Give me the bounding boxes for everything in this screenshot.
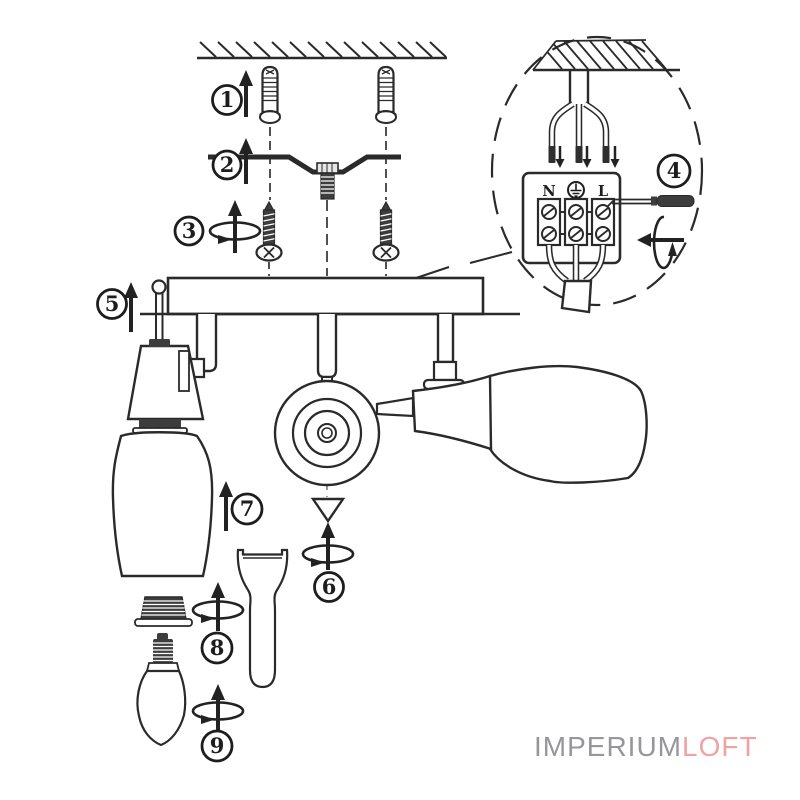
step-1-number: 1 [220,87,235,112]
step-7-number: 7 [240,496,255,521]
detail-leader-lines [406,251,513,282]
ceiling-hatch [197,41,447,60]
terminal-l-label: L [598,183,608,200]
cone-finial [310,497,346,524]
wire-insert-arrows [555,146,620,168]
step-3-number: 3 [182,218,197,243]
ceiling-plate [140,276,520,316]
right-arm [375,396,415,418]
step-8-rotation-icon [191,582,245,631]
watermark-primary-text: IMPERIUM [534,731,682,762]
step-8-badge: 8 [200,631,234,665]
step-7-badge: 7 [230,492,264,526]
right-spotlight [375,364,648,484]
fixture-cable [560,279,593,314]
step-2-badge: 2 [211,149,243,181]
lamp-stems [195,314,466,391]
step-9-number: 9 [210,733,225,758]
step-2-arrow-icon [239,138,253,184]
step-4-number: 4 [667,158,682,183]
screwdriver [607,195,695,207]
right-holder-cone [411,374,493,451]
step-2-number: 2 [220,152,235,177]
step-8-number: 8 [210,635,225,660]
glass-shade-left [111,431,214,578]
step-9-rotation-icon [191,684,245,731]
supply-cable [568,70,590,104]
step-5-arrow-icon [124,282,138,332]
step-5-number: 5 [105,291,120,316]
step-1-arrow-icon [239,70,253,117]
step-4-badge: 4 [656,153,692,189]
right-shade [486,364,648,484]
watermark: IMPERIUMLOFT [534,731,758,763]
step-6-badge: 6 [313,571,345,603]
wall-plug-left [258,65,282,125]
terminal-n-label: N [542,183,555,200]
center-hub [273,379,381,487]
wiring-detail: N L [490,35,704,314]
terminal-block: N L [521,171,622,265]
step-1-badge: 1 [211,84,243,116]
candle-bulb [136,633,187,747]
alignment-guides [268,127,387,276]
step-5-badge: 5 [96,288,128,320]
detail-ceiling-hatch [532,39,680,72]
wrench-tool [236,548,289,689]
step-4-rotation-icon [637,215,684,270]
threaded-ring [134,596,193,627]
step-3-badge: 3 [173,215,205,247]
detail-circle-outline [490,35,704,307]
step-7-arrow-icon [219,481,233,531]
supply-wires [548,101,610,163]
step-3-rotation-icon [208,200,262,253]
wall-plug-right [374,65,398,125]
step-6-number: 6 [322,574,337,599]
fixture-wires [545,244,607,314]
lamp-holder-left [126,339,206,434]
mounting-screw-right [372,200,400,262]
step-9-badge: 9 [200,729,234,763]
watermark-accent-text: LOFT [682,731,758,762]
mounting-bracket [208,154,401,200]
step-6-rotation-icon [301,522,355,570]
